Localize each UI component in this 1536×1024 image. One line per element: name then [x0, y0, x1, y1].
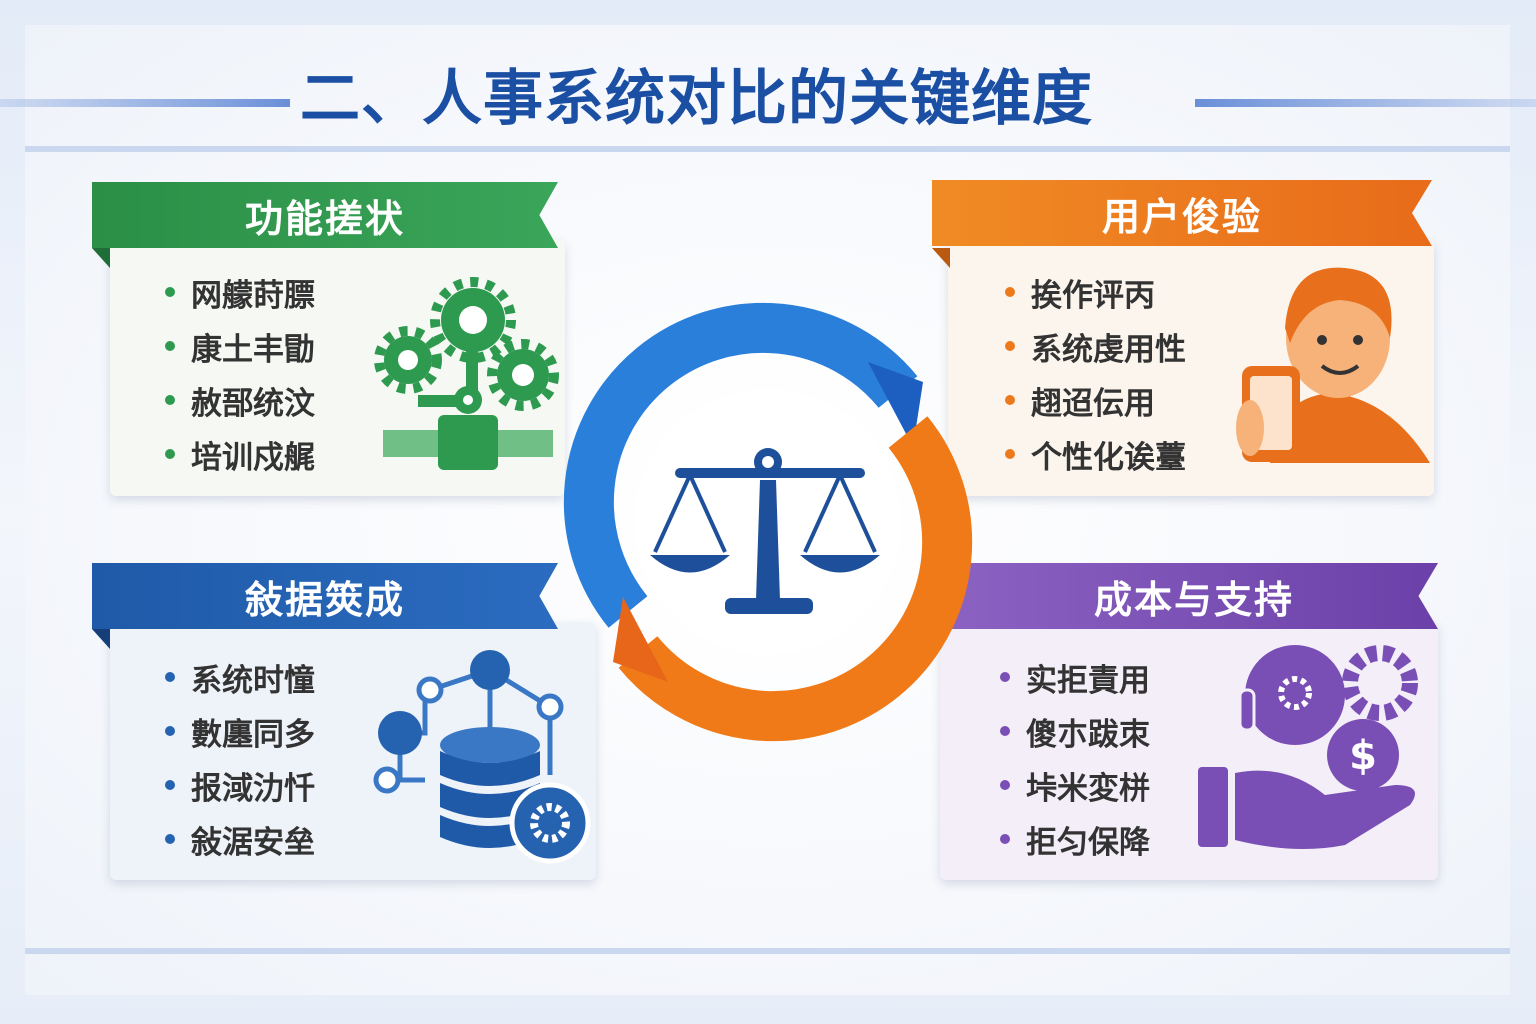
- list-item: 數廛同多: [165, 704, 315, 758]
- list-item: 系统虔用性: [1005, 319, 1186, 373]
- person-with-phone-icon: [1236, 267, 1430, 463]
- list-item: 康土丰勖: [165, 319, 315, 373]
- title-line-right: [1195, 99, 1536, 107]
- database-network-icon: [373, 650, 591, 864]
- card-title-functionality: 功能搓状: [92, 182, 558, 248]
- svg-text:$: $: [1349, 733, 1377, 779]
- list-item: 拒匀保降: [1000, 812, 1150, 866]
- list-item: 趐迢伝用: [1005, 373, 1186, 427]
- list-item: 个性化诶薹: [1005, 427, 1186, 481]
- gears-robot-arm-icon: [374, 277, 559, 470]
- page-title: 二、人事系统对比的关键维度: [300, 64, 1093, 134]
- list-item: 垰米変栟: [1000, 758, 1150, 812]
- list-item: 敍涺安垒: [165, 812, 315, 866]
- data-integration-list: 系统时憧 數廛同多 报淢氻忏 敍涺安垒: [165, 650, 315, 866]
- list-item: 网艨莳膘: [165, 265, 315, 319]
- list-item: 培训戍艉: [165, 427, 315, 481]
- user-experience-list: 挨作评丙 系统虔用性 趐迢伝用 个性化诶薹: [1005, 265, 1186, 481]
- list-item: 赦郚统汶: [165, 373, 315, 427]
- title-line-left: [0, 99, 290, 107]
- card-title-data-integration: 敍据筴成: [92, 563, 558, 629]
- balance-scale-icon: [650, 448, 880, 614]
- list-item: 傻朩跋朿: [1000, 704, 1150, 758]
- bottom-separator: [25, 948, 1510, 954]
- card-title-cost-support: 成本与支持: [950, 563, 1438, 629]
- list-item: 挨作评丙: [1005, 265, 1186, 319]
- title-separator: [25, 146, 1510, 152]
- cost-support-list: 实拒責用 傻朩跋朿 垰米変栟 拒匀保降: [1000, 650, 1150, 866]
- list-item: 系统时憧: [165, 650, 315, 704]
- support-cost-hand-icon: $: [1198, 645, 1418, 849]
- functionality-list: 网艨莳膘 康土丰勖 赦郚统汶 培训戍艉: [165, 265, 315, 481]
- list-item: 报淢氻忏: [165, 758, 315, 812]
- list-item: 实拒責用: [1000, 650, 1150, 704]
- card-title-user-experience: 用户俊验: [932, 180, 1432, 246]
